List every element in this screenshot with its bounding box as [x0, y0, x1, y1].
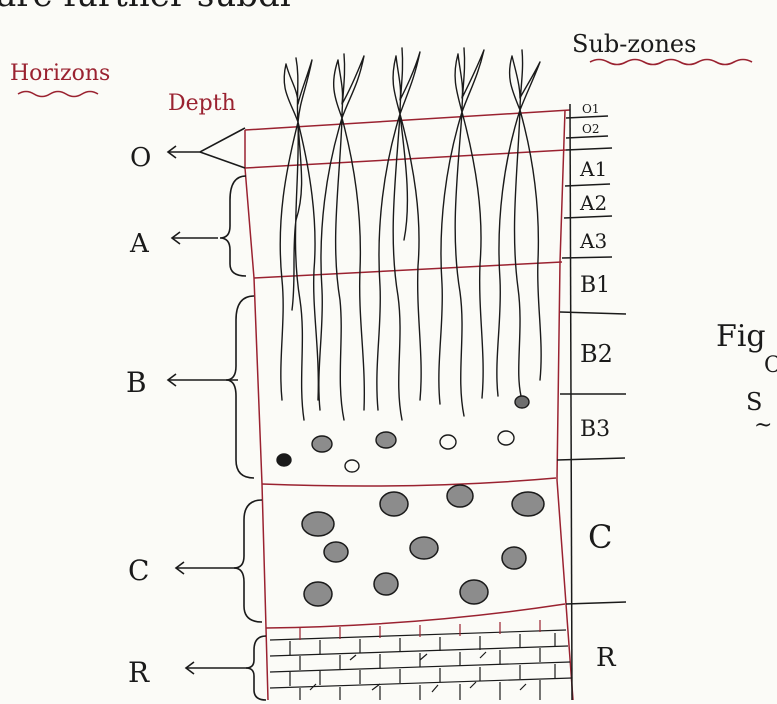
- b-c-boundary: [262, 478, 556, 486]
- o-arrow-upper: [168, 128, 245, 152]
- subzones-title: Sub-zones: [572, 30, 696, 58]
- stone: [304, 582, 332, 606]
- c-r-boundary: [266, 604, 565, 628]
- pebble: [498, 431, 514, 445]
- pebble: [277, 454, 291, 466]
- subzone-label-C: C: [588, 518, 612, 556]
- subzone-label-A3: A3: [579, 229, 607, 253]
- stone: [302, 512, 334, 536]
- plant-4: [455, 48, 484, 112]
- stone: [447, 485, 473, 507]
- depth-label: Depth: [168, 91, 236, 116]
- r-brace: [246, 636, 266, 700]
- stone: [460, 580, 488, 604]
- horizon-label-B: B: [126, 366, 147, 399]
- stone: [512, 492, 544, 516]
- horizon-label-O: O: [130, 143, 151, 173]
- bedrock-pattern: [270, 620, 572, 700]
- pebble: [345, 460, 359, 472]
- profile-left-edge: [245, 130, 268, 700]
- plant-5: [510, 50, 540, 110]
- subzone-label-O2: O2: [582, 122, 599, 136]
- subzone-labels: O1 O2 A1 A2 A3 B1 B2 B3 C R: [579, 102, 617, 673]
- c-brace: [234, 500, 262, 622]
- subzone-label-B3: B3: [580, 417, 610, 442]
- stone: [502, 547, 526, 569]
- caption-fig: Fig: [716, 319, 766, 354]
- horizon-label-R: R: [128, 656, 150, 689]
- plant-2: [334, 54, 364, 118]
- subzone-label-A2: A2: [579, 191, 607, 215]
- caption-fragments: Fig C S ~: [716, 319, 777, 438]
- subzone-label-O1: O1: [582, 102, 599, 116]
- b-horizon-pebbles: [277, 396, 529, 472]
- top-partial-text: are further subdi: [0, 0, 291, 15]
- horizons-title: Horizons: [10, 61, 110, 86]
- plant-3: [393, 48, 420, 114]
- horizon-markers: [168, 128, 266, 700]
- horizon-labels: O A B C R: [126, 143, 151, 689]
- stone: [324, 542, 348, 562]
- horizon-label-C: C: [128, 554, 149, 587]
- caption-tilde: ~: [754, 413, 772, 438]
- pebble: [312, 436, 332, 452]
- b-brace: [226, 296, 254, 478]
- o-arrow-lower: [200, 152, 245, 168]
- plants-and-roots: [280, 48, 541, 420]
- pebble: [440, 435, 456, 449]
- stone: [410, 537, 438, 559]
- subzones-title-underline: [590, 60, 752, 65]
- subzone-label-B2: B2: [580, 340, 613, 368]
- stone: [374, 573, 398, 595]
- caption-c: C: [764, 353, 777, 378]
- c-horizon-stones: [302, 485, 544, 606]
- pebble: [376, 432, 396, 448]
- plant-1: [284, 58, 312, 122]
- subzone-label-R: R: [596, 643, 617, 673]
- a-brace: [220, 176, 246, 276]
- subzone-label-A1: A1: [579, 157, 607, 181]
- roots-1: [280, 122, 318, 420]
- horizon-label-A: A: [129, 229, 150, 259]
- stone: [380, 492, 408, 516]
- pebble: [515, 396, 529, 408]
- caption-s: S: [746, 388, 762, 416]
- roots-4: [439, 112, 483, 416]
- subzone-label-B1: B1: [580, 273, 610, 298]
- horizons-title-underline: [18, 92, 98, 97]
